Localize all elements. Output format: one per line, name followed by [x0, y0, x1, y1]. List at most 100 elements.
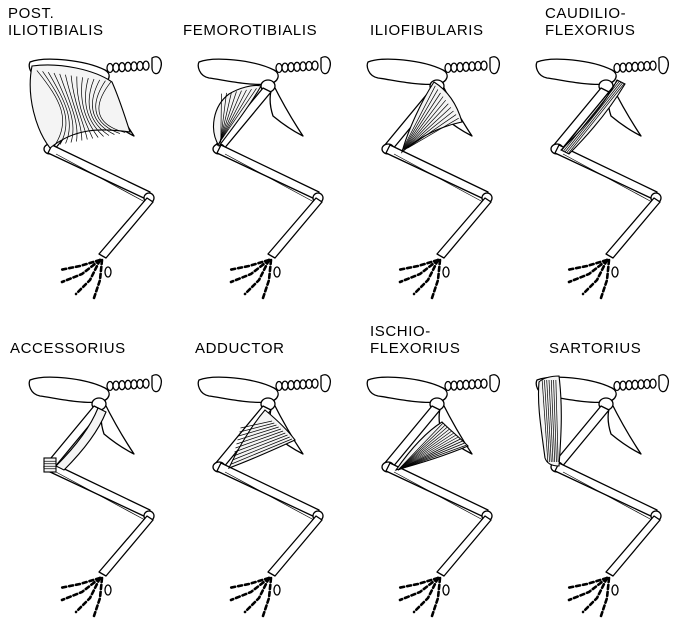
panel-label-line: CAUDILIO-: [545, 5, 676, 22]
vertebra: [614, 382, 620, 391]
pubis-ischium: [270, 84, 303, 136]
toes: [567, 260, 618, 298]
panel-label: CAUDILIO-FLEXORIUS: [545, 5, 676, 39]
pubis-ischium: [608, 402, 641, 454]
vertebra: [125, 62, 131, 71]
vertebra: [113, 381, 119, 390]
vertebra: [451, 381, 457, 390]
vertebra: [451, 63, 457, 72]
vertebra: [107, 382, 113, 391]
hallux: [274, 585, 280, 595]
panel-label-line: ILIOTIBIALIS: [8, 22, 177, 39]
vertebra: [312, 379, 318, 388]
vertebra: [632, 380, 638, 389]
vertebra: [143, 379, 149, 388]
tibiotarsus: [386, 463, 488, 518]
hallux: [443, 585, 449, 595]
leg-illustration: [0, 0, 169, 317]
toes: [398, 578, 449, 616]
leg-illustration: [338, 318, 507, 635]
tarsometatarsus: [437, 516, 491, 576]
hallux: [274, 267, 280, 277]
leg-skeleton: [367, 375, 499, 616]
pubis-ischium: [101, 402, 134, 454]
vertebra: [469, 62, 475, 71]
panel-iliofibularis: ILIOFIBULARIS: [338, 0, 507, 317]
fibula: [225, 154, 314, 202]
tarsometatarsus: [99, 198, 153, 258]
tail-vertebrae: [276, 375, 330, 392]
vertebra: [632, 62, 638, 71]
leg-skeleton: [29, 375, 161, 616]
vertebra: [288, 63, 294, 72]
toe-2: [62, 260, 100, 282]
tibiotarsus: [48, 463, 150, 518]
fibula: [56, 154, 145, 202]
leg-skeleton: [536, 57, 668, 298]
hallux: [443, 267, 449, 277]
vertebra: [276, 382, 282, 391]
vertebra: [638, 380, 644, 389]
vertebra: [107, 64, 113, 73]
toes: [567, 578, 618, 616]
vertebra: [626, 63, 632, 72]
toe-2: [231, 578, 269, 600]
panel-femorotibialis: FEMOROTIBIALIS: [169, 0, 338, 317]
fibula: [563, 154, 652, 202]
vertebra: [282, 63, 288, 72]
muscle-sartorius: [538, 376, 561, 466]
toe-2: [231, 260, 269, 282]
vertebra: [614, 64, 620, 73]
panel-label: POST.ILIOTIBIALIS: [8, 5, 177, 39]
fibula: [394, 472, 483, 520]
tail-vertebrae: [614, 375, 668, 392]
leg-illustration: [169, 318, 338, 635]
vertebra: [137, 62, 143, 71]
tail-vertebrae: [445, 57, 499, 74]
vertebra: [312, 61, 318, 70]
vertebra: [445, 64, 451, 73]
tibiotarsus: [555, 463, 657, 518]
fibula: [56, 472, 145, 520]
vertebra: [457, 63, 463, 72]
vertebra: [620, 63, 626, 72]
pygostyle: [490, 375, 499, 392]
pygostyle: [152, 375, 161, 392]
vertebra: [475, 380, 481, 389]
tarsometatarsus: [606, 516, 660, 576]
panel-label-line: SARTORIUS: [549, 340, 676, 357]
vertebra: [282, 381, 288, 390]
panel-adductor: ADDUCTOR: [169, 318, 338, 635]
fibula: [225, 472, 314, 520]
toe-2: [400, 260, 438, 282]
leg-illustration: [338, 0, 507, 317]
panel-label-line: POST.: [8, 5, 177, 22]
hallux: [105, 585, 111, 595]
muscle-femorotibialis: [214, 85, 261, 146]
toe-2: [569, 578, 607, 600]
muscle-post-iliotibialis: [30, 65, 130, 148]
muscle-fiber: [562, 80, 618, 150]
tail-vertebrae: [276, 57, 330, 74]
vertebra: [481, 379, 487, 388]
vertebra: [276, 64, 282, 73]
vertebra: [113, 63, 119, 72]
vertebra: [131, 62, 137, 71]
tarsometatarsus: [268, 198, 322, 258]
tarsometatarsus: [437, 198, 491, 258]
vertebra: [288, 381, 294, 390]
panel-caudilioflexorius: CAUDILIO-FLEXORIUS: [507, 0, 676, 317]
muscle-insertion: [44, 458, 56, 472]
vertebra: [644, 380, 650, 389]
pygostyle: [659, 57, 668, 74]
vertebra: [125, 380, 131, 389]
vertebra: [306, 380, 312, 389]
vertebra: [469, 380, 475, 389]
pygostyle: [321, 57, 330, 74]
vertebra: [445, 382, 451, 391]
hallux: [105, 267, 111, 277]
fibula: [563, 472, 652, 520]
vertebra: [463, 62, 469, 71]
tail-vertebrae: [445, 375, 499, 392]
vertebra: [300, 62, 306, 71]
